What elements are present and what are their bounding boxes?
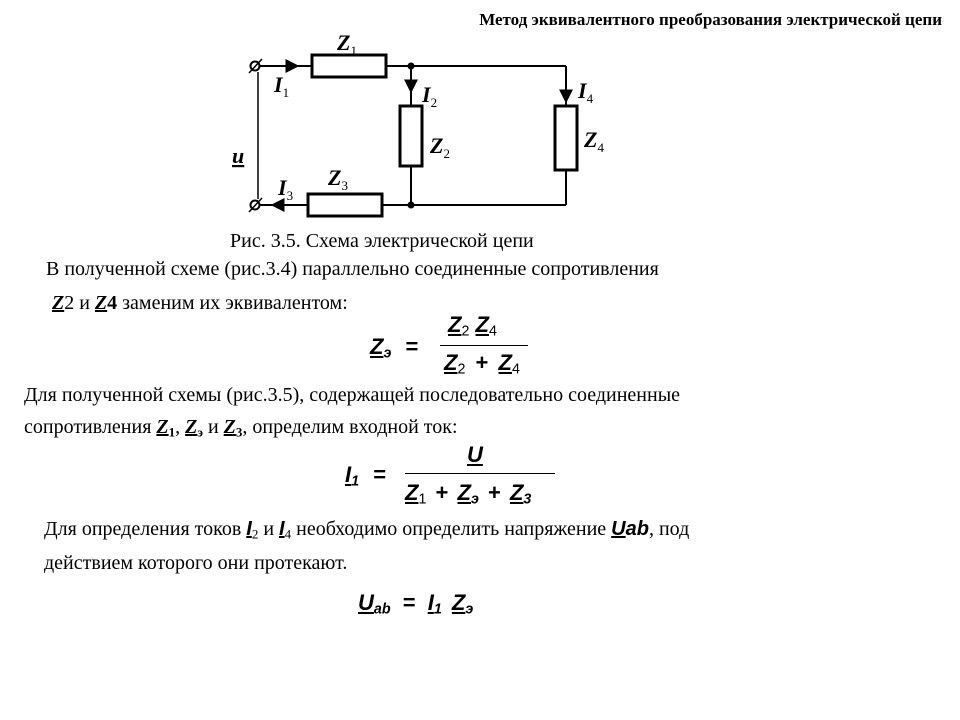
label-z4: Z4	[583, 127, 604, 155]
formula-voltage-ab: Uab = I1 Zэ	[358, 590, 474, 618]
circuit-diagram: Z1 I1 I2 Z2 I4 Z4 Z3 I3 u	[232, 30, 604, 218]
paragraph-2-line-2: сопротивления Z1, Zэ и Z3, определим вхо…	[24, 416, 458, 440]
node-b	[407, 201, 415, 209]
label-z3: Z3	[327, 165, 348, 193]
formula-input-current: I1 = U Z1 + Zэ + Z3	[345, 442, 565, 512]
label-i1: I1	[273, 72, 289, 100]
figure-caption: Рис. 3.5. Схема электрической цепи	[230, 230, 534, 252]
label-z2: Z2	[429, 133, 450, 161]
paragraph-1-line-2: Z2 и Z4 заменим их эквивалентом:	[52, 292, 348, 314]
paragraph-1-line-1: В полученной схеме (рис.3.4) параллельно…	[46, 258, 659, 280]
paragraph-2-line-1: Для полученной схемы (рис.3.5), содержащ…	[24, 384, 681, 406]
slide-title: Метод эквивалентного преобразования элек…	[479, 10, 942, 29]
inline-z2: Z	[52, 292, 65, 314]
resistor-z1	[310, 53, 388, 79]
resistor-z4	[553, 104, 579, 172]
label-i2: I2	[421, 82, 437, 110]
label-i4: I4	[577, 78, 594, 106]
paragraph-3-line-2: действием которого они протекают.	[44, 552, 348, 574]
inline-z4: Z	[94, 292, 108, 314]
resistor-z3	[306, 192, 384, 218]
paragraph-3-line-1: Для определения токов I2 и I4 необходимо…	[44, 518, 690, 542]
formula-equivalent-impedance: Zэ = Z2 Z4 Z2 + Z4	[370, 312, 550, 382]
label-u: u	[232, 143, 244, 168]
node-a	[407, 62, 415, 70]
terminal-top-slash	[248, 58, 263, 74]
label-i3: I3	[277, 175, 293, 203]
resistor-z2	[398, 104, 424, 168]
terminal-bottom-slash	[248, 197, 263, 213]
label-z1: Z1	[336, 30, 357, 58]
